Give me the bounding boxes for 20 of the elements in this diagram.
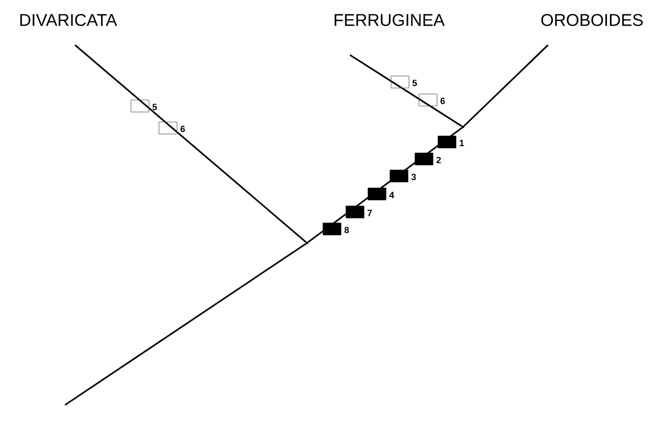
filled-character-box: 3 (390, 170, 416, 182)
filled-character-box: 8 (322, 222, 349, 236)
open-character-box: 5 (390, 76, 417, 88)
branch-line (74, 44, 307, 243)
open-character-box: 5 (130, 100, 157, 112)
taxon-label: OROBOIDES (541, 14, 643, 26)
branch-point (462, 126, 464, 128)
taxon-label: DIVARICATA (20, 14, 118, 26)
open-character-box: 6 (418, 94, 445, 106)
branch-line (308, 127, 463, 243)
filled-character-box: 1 (438, 136, 464, 148)
filled-character-box: 4 (368, 188, 394, 200)
branch-line (64, 243, 306, 406)
branch-point (306, 242, 308, 244)
branch-line (463, 44, 549, 127)
branch-line (350, 54, 462, 128)
open-character-box: 6 (158, 122, 185, 134)
filled-character-box: 7 (346, 206, 372, 218)
taxon-label: FERRUGINEA (334, 14, 445, 26)
filled-character-box: 2 (414, 152, 441, 166)
